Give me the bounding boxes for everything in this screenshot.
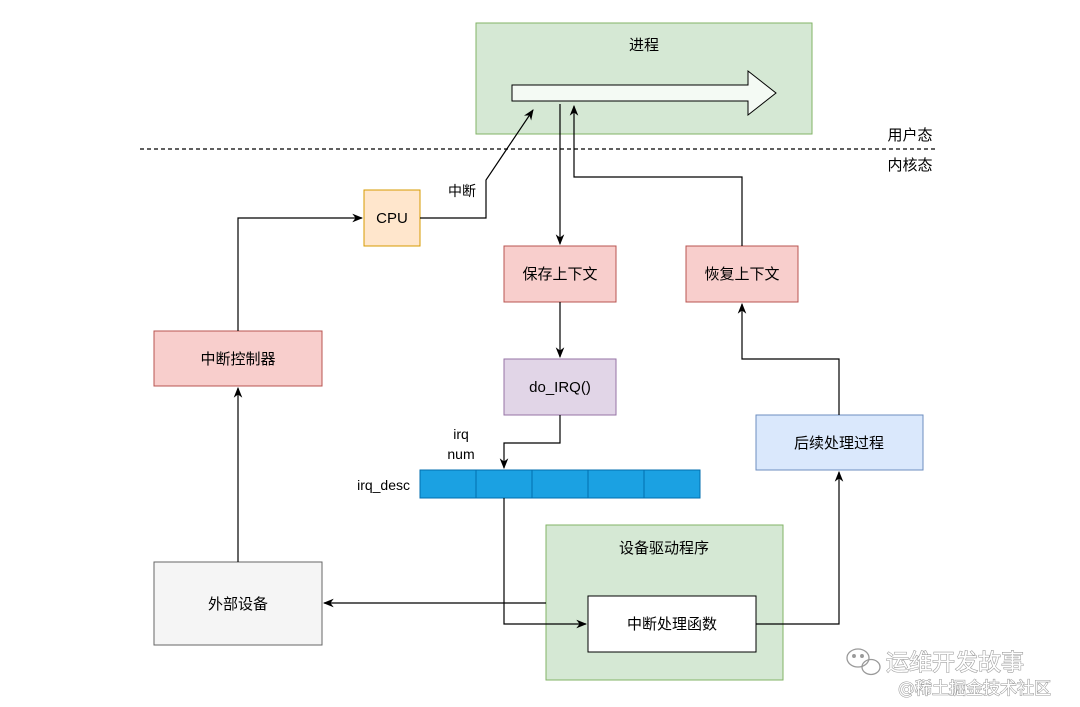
do-irq-to-irq-desc-arrow [499, 415, 561, 470]
post-processing-to-restore-arrow [737, 302, 840, 415]
interrupt-handler-box[interactable] [587, 595, 757, 653]
device-driver-label: 设备驱动程序 [619, 540, 709, 557]
restore-to-process-arrow [569, 104, 743, 246]
irq-desc-cell [475, 469, 533, 499]
irq-num-label-line2: num [447, 446, 474, 462]
do-irq-label: do_IRQ() [529, 379, 591, 396]
irq-desc-cell [643, 469, 701, 499]
irq-desc-array [419, 469, 701, 499]
interrupt-handler-label: 中断处理函数 [627, 616, 717, 633]
interrupt-controller-label: 中断控制器 [200, 351, 275, 368]
external-device-box[interactable] [153, 561, 323, 646]
save-context-label: 保存上下文 [522, 266, 597, 283]
watermark: 运维开发故事 @稀土掘金技术社区 [846, 648, 1052, 700]
wechat-icon [846, 648, 881, 676]
kernel-mode-label: 内核态 [887, 157, 932, 174]
irq-desc-to-handler-arrow [503, 498, 588, 629]
restore-context-box[interactable] [685, 245, 799, 303]
irq-desc-label: irq_desc [357, 477, 410, 493]
cpu-label: CPU [376, 210, 408, 227]
do-irq-box[interactable] [503, 358, 617, 416]
cpu-to-process-interrupt-arrow [420, 109, 534, 219]
process-flow-arrow [511, 69, 777, 117]
process-label: 进程 [629, 37, 659, 54]
save-context-box[interactable] [503, 245, 617, 303]
irq-desc-cell [419, 469, 477, 499]
post-processing-box[interactable] [755, 414, 924, 471]
controller-to-cpu-arrow [237, 213, 364, 331]
post-processing-label: 后续处理过程 [794, 435, 884, 452]
handler-to-post-processing-arrow [756, 470, 844, 625]
external-device-label: 外部设备 [208, 596, 268, 613]
restore-context-label: 恢复上下文 [704, 265, 779, 283]
watermark-subtitle: @稀土掘金技术社区 [898, 679, 1051, 699]
watermark-title: 运维开发故事 [886, 650, 1024, 676]
irq-desc-cell [587, 469, 645, 499]
user-mode-label: 用户态 [887, 127, 932, 144]
irq-desc-cell [531, 469, 589, 499]
cpu-box[interactable] [363, 189, 421, 247]
irq-num-label-line1: irq [453, 426, 469, 442]
interrupt-edge-label: 中断 [448, 183, 476, 199]
